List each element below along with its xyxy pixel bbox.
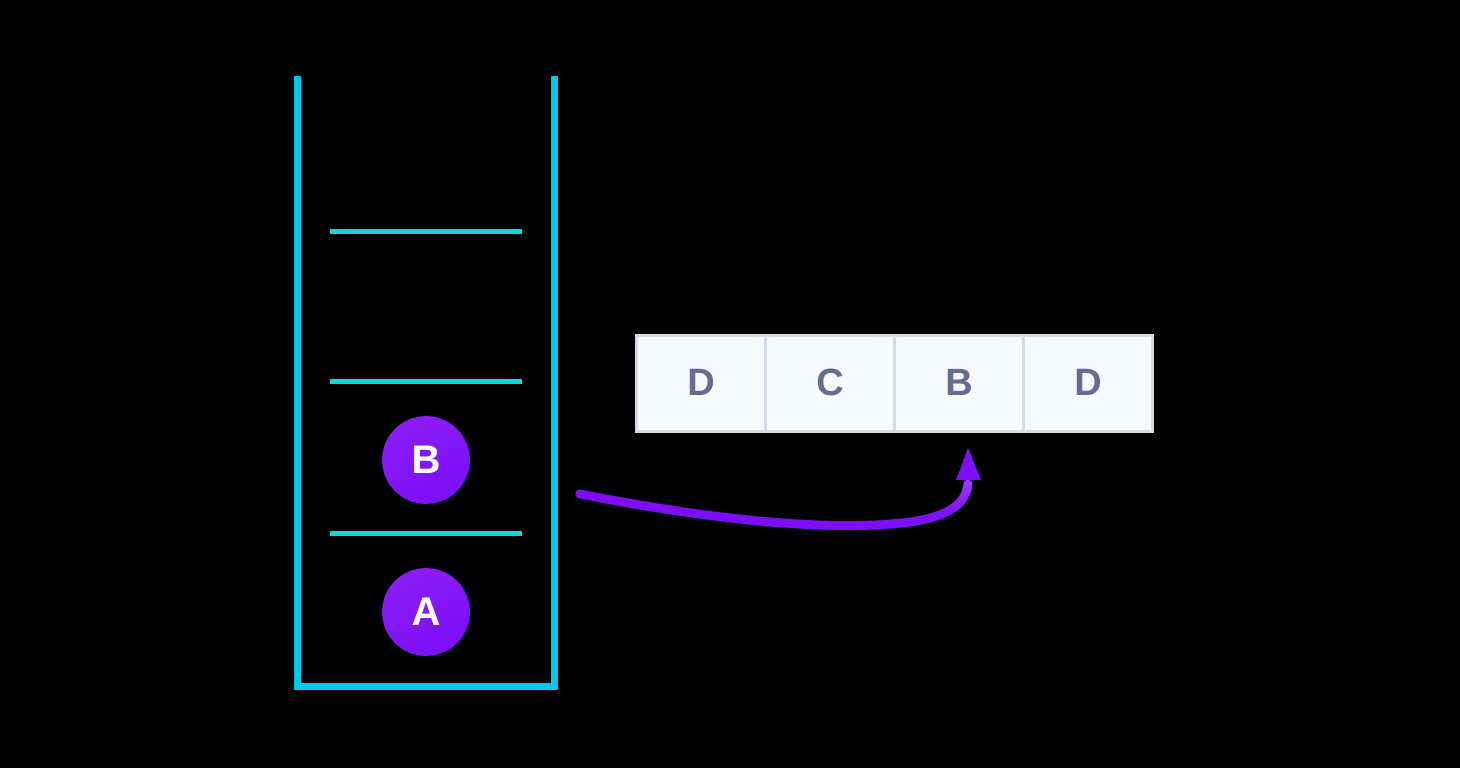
- stack-slot-divider-3: [330, 229, 522, 234]
- stack-container: [294, 76, 558, 690]
- stack-base: [294, 683, 558, 690]
- arrow-curve-path: [575, 479, 973, 531]
- stack-node-b-label: B: [411, 438, 441, 482]
- array-cell-3[interactable]: D: [1025, 337, 1151, 430]
- array-cell-3-value: D: [1074, 362, 1102, 404]
- array-cell-2[interactable]: B: [896, 337, 1022, 430]
- array-cell-2-value: B: [945, 362, 973, 404]
- stack-node-a[interactable]: A: [382, 568, 470, 656]
- stack-slot-divider-2: [330, 379, 522, 384]
- array-cell-0-value: D: [687, 362, 715, 404]
- stack-node-b[interactable]: B: [382, 416, 470, 504]
- arrow-head: [956, 448, 981, 480]
- array-table: D C B D: [635, 334, 1154, 433]
- pointer-arrow: [575, 448, 981, 531]
- array-cell-0[interactable]: D: [638, 337, 764, 430]
- stack-node-a-label: A: [411, 590, 441, 634]
- stack-slot-divider-1: [330, 531, 522, 536]
- stack-wall-right: [551, 76, 558, 690]
- array-cell-1[interactable]: C: [767, 337, 893, 430]
- array-cell-1-value: C: [816, 362, 844, 404]
- stack-wall-left: [294, 76, 301, 690]
